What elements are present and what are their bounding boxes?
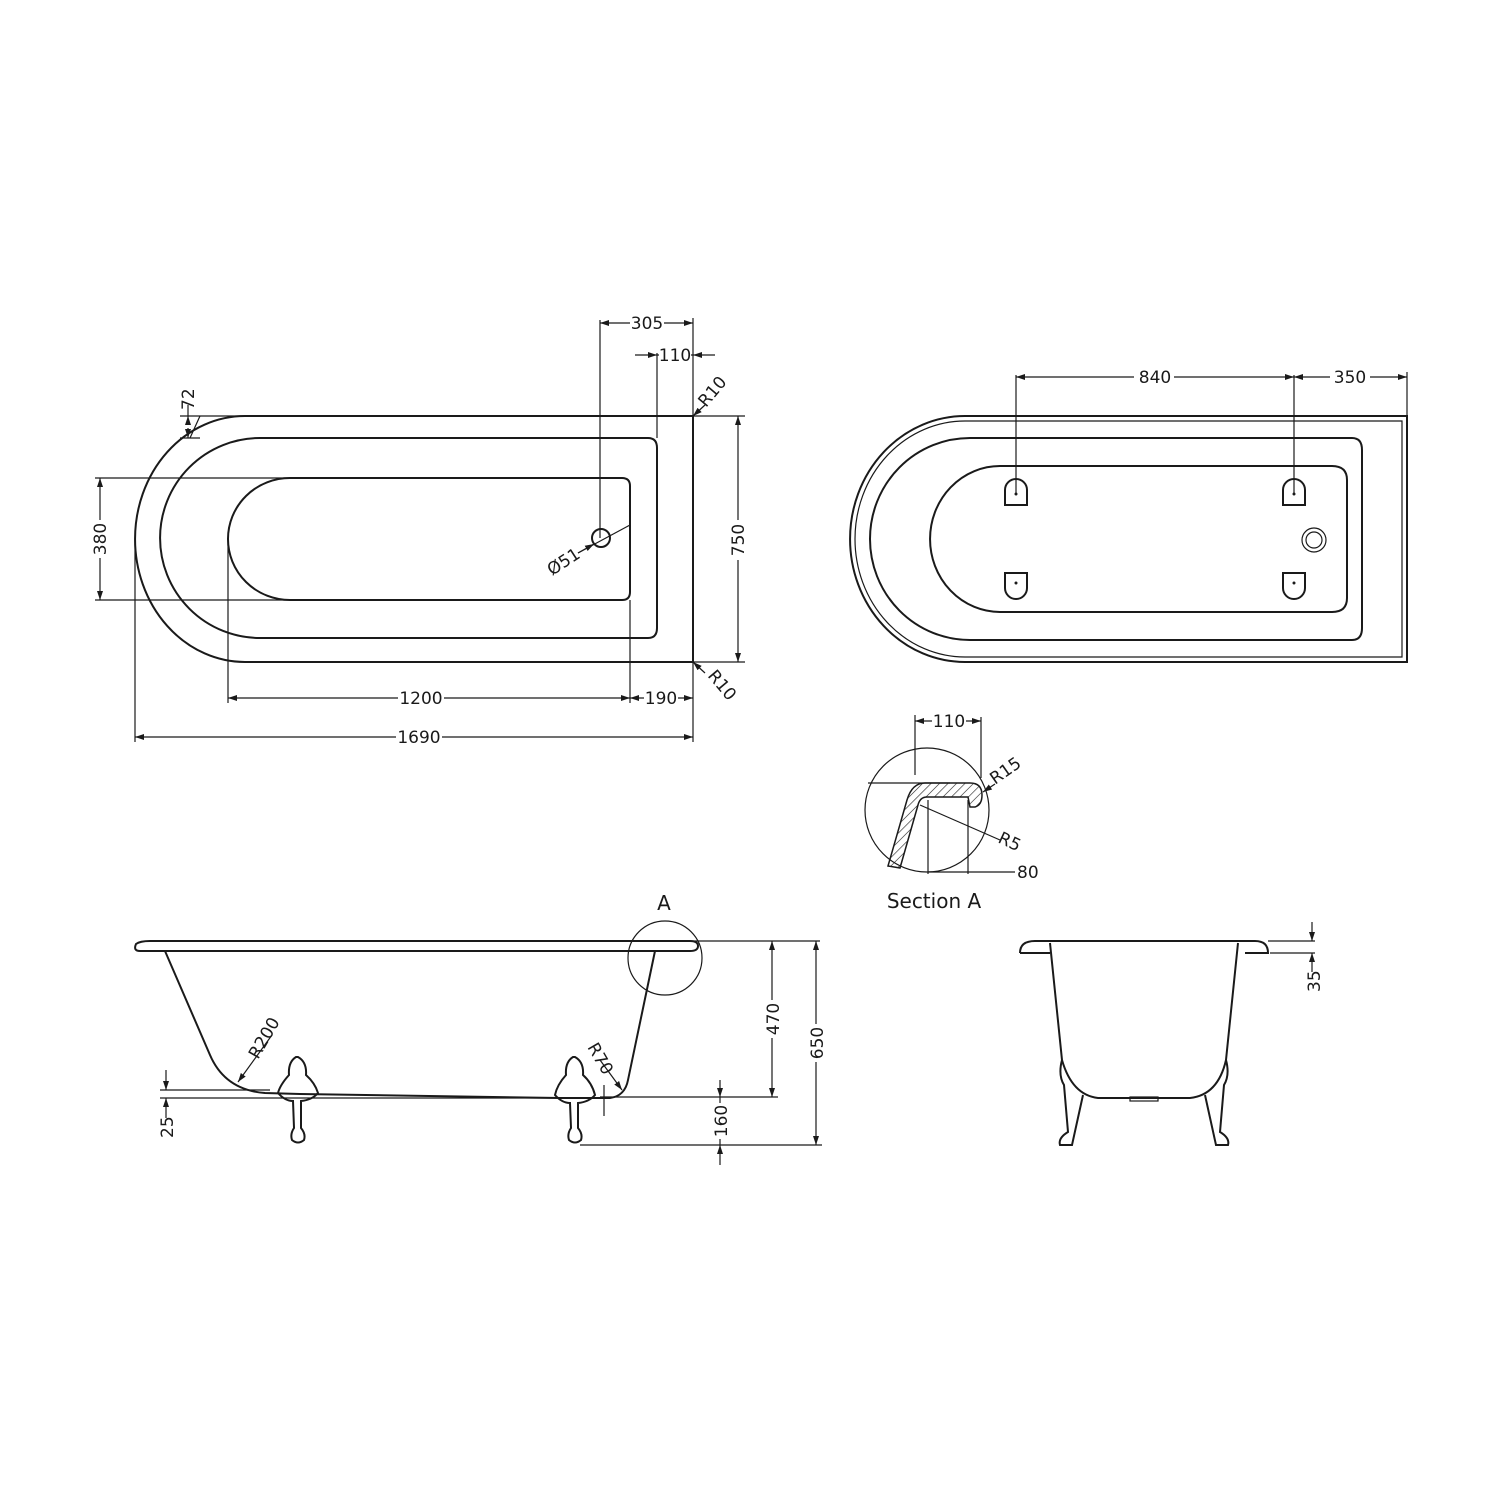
dim-470: 470	[764, 1003, 784, 1035]
dim-waste-diameter: Ø51	[544, 544, 584, 580]
base-outline	[929, 465, 1348, 613]
section-a-title: Section A	[887, 889, 982, 913]
dim-110: 110	[659, 346, 691, 366]
end-body	[1049, 942, 1239, 1099]
dim-190: 190	[645, 689, 677, 709]
end-view: 35	[1019, 922, 1325, 1146]
dim-350: 350	[1334, 368, 1366, 388]
dim-650: 650	[808, 1027, 828, 1059]
dim-160: 160	[712, 1105, 732, 1137]
end-foot-right	[1204, 1059, 1230, 1146]
waste-hole	[591, 528, 611, 548]
dim-r15: R15	[986, 754, 1025, 790]
dim-840: 840	[1139, 368, 1171, 388]
dim-section-80: 80	[1017, 863, 1039, 883]
rim-inner-outline	[869, 437, 1363, 641]
claw-foot-left	[276, 1056, 320, 1144]
dim-380: 380	[91, 523, 111, 555]
waste-outlet-side	[1129, 1096, 1159, 1102]
dim-1690: 1690	[397, 728, 440, 748]
outer-rim-inner-line	[189, 415, 201, 439]
foot-pad-bottom-left	[1004, 572, 1028, 600]
top-view: 305 110 72 R10 R10 750 380	[90, 312, 749, 748]
dim-r5: R5	[995, 828, 1024, 856]
dim-section-110: 110	[933, 712, 965, 732]
dim-35: 35	[1305, 970, 1325, 992]
dim-25: 25	[158, 1116, 178, 1138]
detail-a-label: A	[657, 891, 671, 915]
dim-r10-bottom: R10	[703, 666, 740, 704]
section-a-detail: 110 R15 R5 80 Section A	[864, 711, 1039, 913]
dim-750: 750	[729, 524, 749, 556]
dim-r10-top: R10	[695, 373, 732, 411]
waste-outlet	[1301, 527, 1327, 553]
basin-outline	[227, 477, 631, 601]
foot-pad-bottom-right	[1282, 572, 1306, 600]
dim-72: 72	[179, 388, 199, 410]
claw-foot-right	[553, 1056, 597, 1144]
dim-r200: R200	[245, 1014, 284, 1062]
dim-r70: R70	[583, 1040, 617, 1079]
dim-1200: 1200	[399, 689, 442, 709]
underside-view: 840 350	[849, 367, 1408, 663]
outer-outline	[849, 415, 1408, 663]
end-rim	[1019, 940, 1270, 954]
side-view: A R200 R70 470 650 160 25	[134, 891, 828, 1165]
section-circle	[864, 747, 990, 873]
bath-body	[164, 950, 656, 1099]
dim-305: 305	[631, 314, 663, 334]
rim-inner-outline	[159, 437, 658, 639]
detail-a-circle	[627, 920, 703, 996]
section-profile-hatch	[887, 782, 983, 869]
rim	[134, 940, 700, 952]
end-foot-left	[1058, 1059, 1084, 1146]
